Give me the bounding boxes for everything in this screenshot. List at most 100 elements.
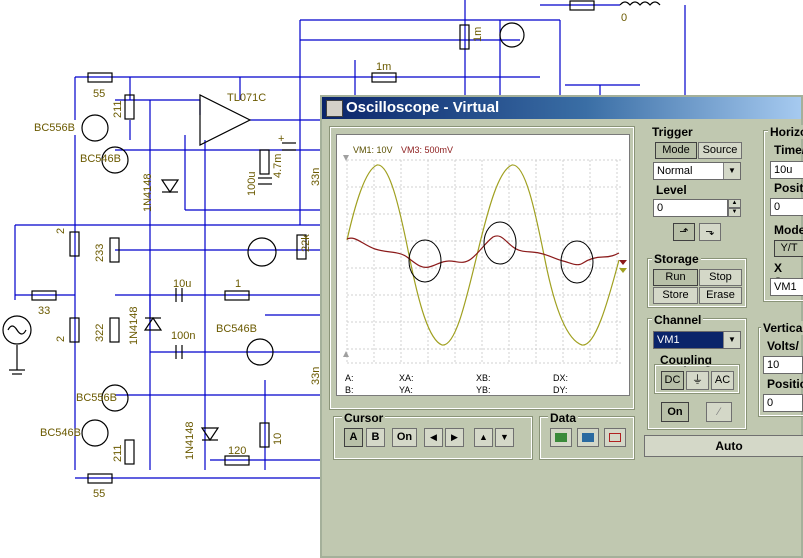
coupling-ac-button[interactable]: AC [711,371,734,390]
probe-icon: ⁄ [718,406,720,418]
level-label: Level [656,183,687,197]
export-icon [582,433,594,442]
vm1-ground-marker [619,260,627,265]
channel-select[interactable]: VM1 ▼ [653,331,741,349]
coupling-group [654,364,740,394]
data-title: Data [548,411,579,425]
vm3-trace [346,235,620,268]
q-bc546b-bot-label: BC546B [40,427,81,439]
storage-store-button[interactable]: Store [653,287,698,304]
q-bc546b-mid-label: BC546B [216,323,257,335]
highlight-ellipse-2 [483,221,517,265]
h-position-input[interactable]: 0 [770,198,803,216]
trigger-title: Trigger [652,125,693,139]
r55-top-label: 55 [93,88,106,100]
trigger-level-input[interactable]: 0 [653,199,728,217]
cursor-group [333,416,533,460]
v-position-input[interactable]: 0 [763,394,803,412]
probe-button[interactable]: ⁄ [706,402,732,422]
scope-graph [343,155,627,364]
vertical-title: Vertical [761,321,803,335]
q-bc556b-top-label: BC556B [34,122,75,134]
q-bc556b-bot-label: BC556B [76,392,117,404]
storage-stop-button[interactable]: Stop [699,269,742,286]
falling-edge-icon: ⬎ [705,226,715,238]
c-100u-label: 100u [246,171,258,196]
level-spin-up-button[interactable]: ▲ [728,199,741,208]
d-1n4148-bot-label: 1N4148 [184,421,196,460]
r211-top-label: 211 [112,100,124,118]
data-export-button[interactable] [577,428,599,447]
cursor-right-button[interactable]: ▶ [445,428,464,447]
oscilloscope-window[interactable]: Oscilloscope - Virtual VM1: 10V VM3: 500… [320,95,803,558]
storage-erase-button[interactable]: Erase [699,287,742,304]
readout-ya: YA: [399,385,413,395]
r1-label: 1 [235,278,242,290]
r10-label: 10 [272,432,284,445]
r55-bot-label: 55 [93,488,106,500]
cursor-on-button[interactable]: On [392,428,417,447]
channel-selected-value: VM1 [657,334,680,346]
r-4-7m-label: 4.7m [272,153,284,178]
d-1n4148-mid-label: 1N4148 [128,306,140,345]
r211-bot-label: 211 [112,444,124,462]
coupling-title: Coupling [660,353,712,367]
trigger-source-button[interactable]: Source [698,142,742,159]
level-spin-down-button[interactable]: ▼ [728,208,741,217]
r-1m-right-label: 1m [472,26,484,42]
channel-title: Channel [652,313,704,327]
storage-title: Storage [652,252,701,266]
r120-label: 120 [228,445,247,457]
rising-edge-icon: ⬏ [679,226,689,238]
import-icon [555,433,567,442]
plus-sign-label: + [278,133,285,145]
opamp-label: TL071C [227,92,267,104]
bottom-marker [343,351,349,357]
r33-label: 33 [38,305,51,317]
cursor-title: Cursor [342,411,386,425]
chevron-down-icon: ▼ [723,163,740,179]
oscilloscope-app-icon [326,100,343,117]
c100n-label: 100n [171,330,196,342]
readout-xb: XB: [476,373,491,383]
scope-screen: VM1: 10V VM3: 500mV [336,134,630,396]
coupling-dc-button[interactable]: DC [661,371,684,390]
time-div-label: Time/ [774,143,803,157]
l-0-top-label: 0 [621,12,628,24]
yt-mode-button[interactable]: Y/T [774,240,803,257]
trigger-mode-select[interactable]: Normal ▼ [653,162,741,180]
readout-a: A: [345,373,354,383]
storage-run-button[interactable]: Run [653,269,698,286]
cursor-up-button[interactable]: ▲ [474,428,493,447]
top-marker [343,155,349,161]
oscilloscope-title-bar[interactable]: Oscilloscope - Virtual [322,97,801,119]
h-position-label: Positi [774,181,803,195]
screen-panel [329,126,635,410]
coupling-gnd-button[interactable]: ⏚ [686,371,709,390]
r-1m-top-label: 1m [376,61,392,73]
trigger-mode-value: Normal [657,165,693,177]
rising-edge-button[interactable]: ⬏ [673,223,695,241]
data-import-button[interactable] [550,428,572,447]
vm3-channel-label: VM3: 500mV [401,145,454,155]
falling-edge-button[interactable]: ⬎ [699,223,721,241]
horizontal-title: Horizo [768,125,803,139]
channel-on-button[interactable]: On [661,402,689,422]
time-div-input[interactable]: 10u [770,161,803,179]
cursor-b-button[interactable]: B [366,428,385,447]
x-source-select[interactable]: VM1 [770,278,803,296]
trigger-mode-button[interactable]: Mode [655,142,697,159]
volts-div-input[interactable]: 10 [763,356,803,374]
auto-button[interactable]: Auto [644,435,803,457]
cursor-left-button[interactable]: ◀ [424,428,443,447]
data-group [539,416,635,460]
cursor-down-button[interactable]: ▼ [495,428,514,447]
readout-yb: YB: [476,385,491,395]
graph-icon [609,433,621,442]
vm3-ground-marker [619,268,627,273]
vm1-channel-label: VM1: 10V [353,145,393,155]
chevron-down-icon: ▼ [723,332,740,348]
data-graph-button[interactable] [604,428,626,447]
h-mode-label: Mode [774,223,803,237]
cursor-a-button[interactable]: A [344,428,363,447]
